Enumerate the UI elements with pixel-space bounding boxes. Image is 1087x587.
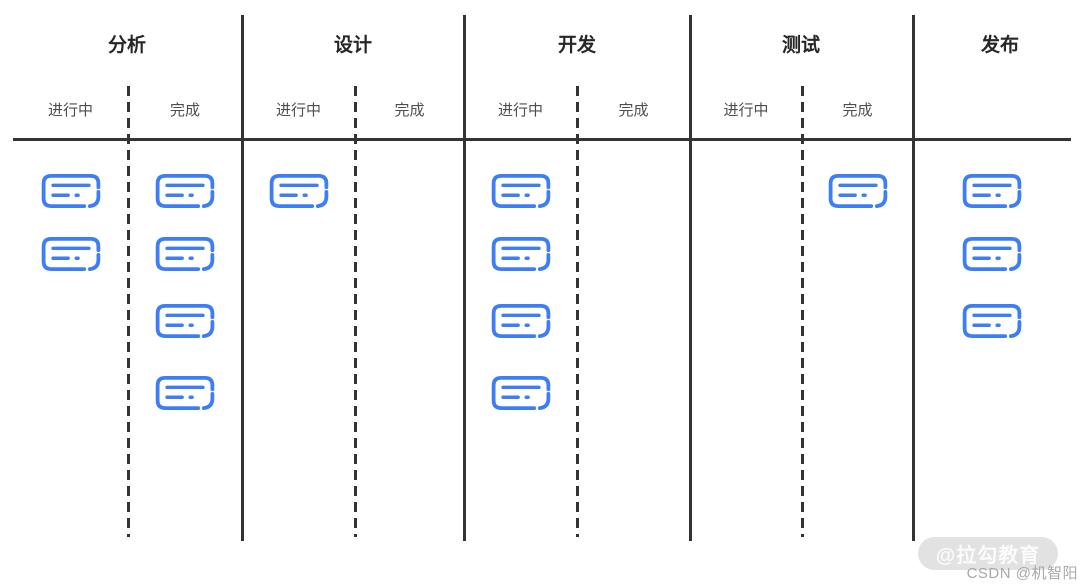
- kanban-card: [154, 304, 216, 338]
- kanban-card: [154, 237, 216, 271]
- lane-label: 进行中: [47, 102, 94, 119]
- card-icon: [490, 237, 552, 271]
- lane-label: 完成: [618, 102, 649, 119]
- card-icon: [961, 174, 1023, 208]
- card-icon: [154, 304, 216, 338]
- lane-label: 完成: [842, 102, 873, 119]
- kanban-card: [154, 174, 216, 208]
- kanban-card: [154, 376, 216, 410]
- kanban-card: [490, 237, 552, 271]
- lane-label: 进行中: [497, 102, 544, 119]
- card-icon: [154, 237, 216, 271]
- kanban-card: [961, 237, 1023, 271]
- card-icon: [827, 174, 889, 208]
- card-icon: [40, 237, 102, 271]
- lane-divider-dashed: [354, 86, 357, 537]
- kanban-card: [490, 304, 552, 338]
- column-title-1: 分析: [107, 35, 147, 56]
- lane-label: 完成: [394, 102, 425, 119]
- card-icon: [154, 174, 216, 208]
- column-title-3: 开发: [557, 35, 597, 56]
- column-divider-solid: [912, 15, 915, 541]
- card-icon: [490, 174, 552, 208]
- kanban-card: [40, 237, 102, 271]
- column-title-2: 设计: [333, 35, 373, 56]
- card-icon: [490, 304, 552, 338]
- kanban-card: [490, 174, 552, 208]
- column-title-5: 发布: [980, 35, 1020, 56]
- card-icon: [961, 304, 1023, 338]
- lane-divider-dashed: [576, 86, 579, 537]
- card-icon: [268, 174, 330, 208]
- card-icon: [40, 174, 102, 208]
- card-icon: [961, 237, 1023, 271]
- card-icon: [154, 376, 216, 410]
- header-divider-line: [13, 138, 1071, 141]
- kanban-card: [268, 174, 330, 208]
- card-icon: [490, 376, 552, 410]
- kanban-card: [490, 376, 552, 410]
- column-title-4: 测试: [781, 35, 821, 56]
- column-divider-solid: [689, 15, 692, 541]
- watermark-badge-text: @拉勾教育: [935, 545, 1041, 567]
- column-divider-solid: [241, 15, 244, 541]
- kanban-card: [961, 304, 1023, 338]
- lane-label: 进行中: [275, 102, 322, 119]
- lane-divider-dashed: [801, 86, 804, 537]
- watermark-credit: CSDN @机智阳: [966, 565, 1078, 582]
- lane-divider-dashed: [127, 86, 130, 537]
- lane-label: 进行中: [723, 102, 769, 119]
- kanban-card: [961, 174, 1023, 208]
- lane-label: 完成: [169, 102, 201, 119]
- kanban-card: [40, 174, 102, 208]
- kanban-card: [827, 174, 889, 208]
- watermark-badge: @拉勾教育: [918, 537, 1058, 570]
- column-divider-solid: [463, 15, 466, 541]
